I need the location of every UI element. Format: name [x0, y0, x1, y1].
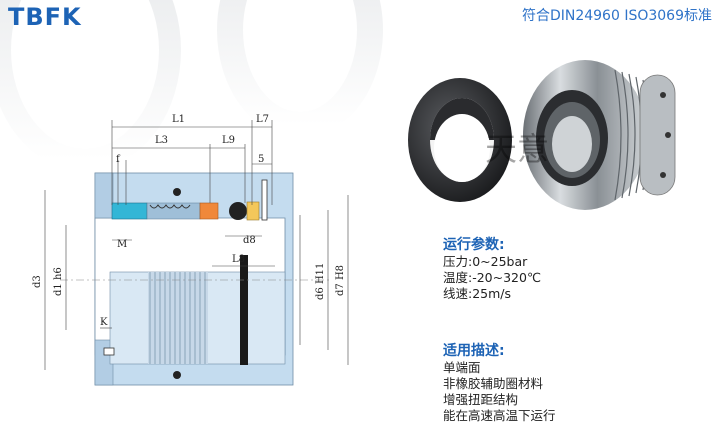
- dim-d7H8: d7 H8: [335, 265, 346, 296]
- application-item: 增强扭距结构: [443, 392, 519, 407]
- dim-L7: L7: [256, 114, 269, 125]
- dim-d8: d8: [243, 235, 256, 246]
- dim-5: 5: [258, 154, 264, 165]
- standard-text: 符合DIN24960 ISO3069标准: [521, 8, 712, 24]
- dim-f: f: [116, 154, 121, 165]
- dim-L3: L3: [155, 135, 168, 146]
- application-item: 能在高速高温下运行: [443, 408, 556, 423]
- dim-L1: L1: [172, 114, 185, 125]
- dim-d3: d3: [32, 275, 43, 288]
- dim-M: M: [117, 239, 127, 250]
- operating-parameters: 运行参数: 压力:0~25bar 温度:-20~320℃ 线速:25m/s: [443, 236, 541, 302]
- params-title: 运行参数:: [443, 237, 505, 253]
- dim-K: K: [100, 317, 108, 328]
- metal-bellows-seal: [523, 60, 676, 210]
- seal-assembly-upper: [111, 179, 268, 221]
- application-item: 非橡胶辅助圈材料: [443, 376, 544, 391]
- watermark-text: 天意: [485, 130, 549, 168]
- param-pressure: 压力:0~25bar: [443, 254, 528, 269]
- dim-d1h6: d1 h6: [53, 267, 64, 296]
- dim-L9: L9: [222, 135, 235, 146]
- dim-d6H11: d6 H11: [315, 263, 326, 300]
- application-item: 单端面: [443, 360, 481, 375]
- param-speed: 线速:25m/s: [443, 286, 512, 301]
- application-description: 适用描述: 单端面 非橡胶辅助圈材料 增强扭距结构 能在高速高温下运行: [443, 342, 556, 424]
- dim-L8: L8: [232, 254, 245, 265]
- param-temperature: 温度:-20~320℃: [443, 270, 541, 285]
- carbon-seal-ring: [408, 78, 512, 202]
- background-ring-graphic: [0, 0, 383, 171]
- bellows: [148, 272, 208, 364]
- applications-title: 适用描述:: [443, 343, 505, 359]
- seal-cross-section-drawing: L1 L7 L3 L9 f 5 M d8 L8 K d3 d1 h6 d6 H1…: [32, 114, 349, 386]
- product-photo: 天意: [408, 60, 676, 210]
- brand-logo: TBFK: [8, 3, 82, 31]
